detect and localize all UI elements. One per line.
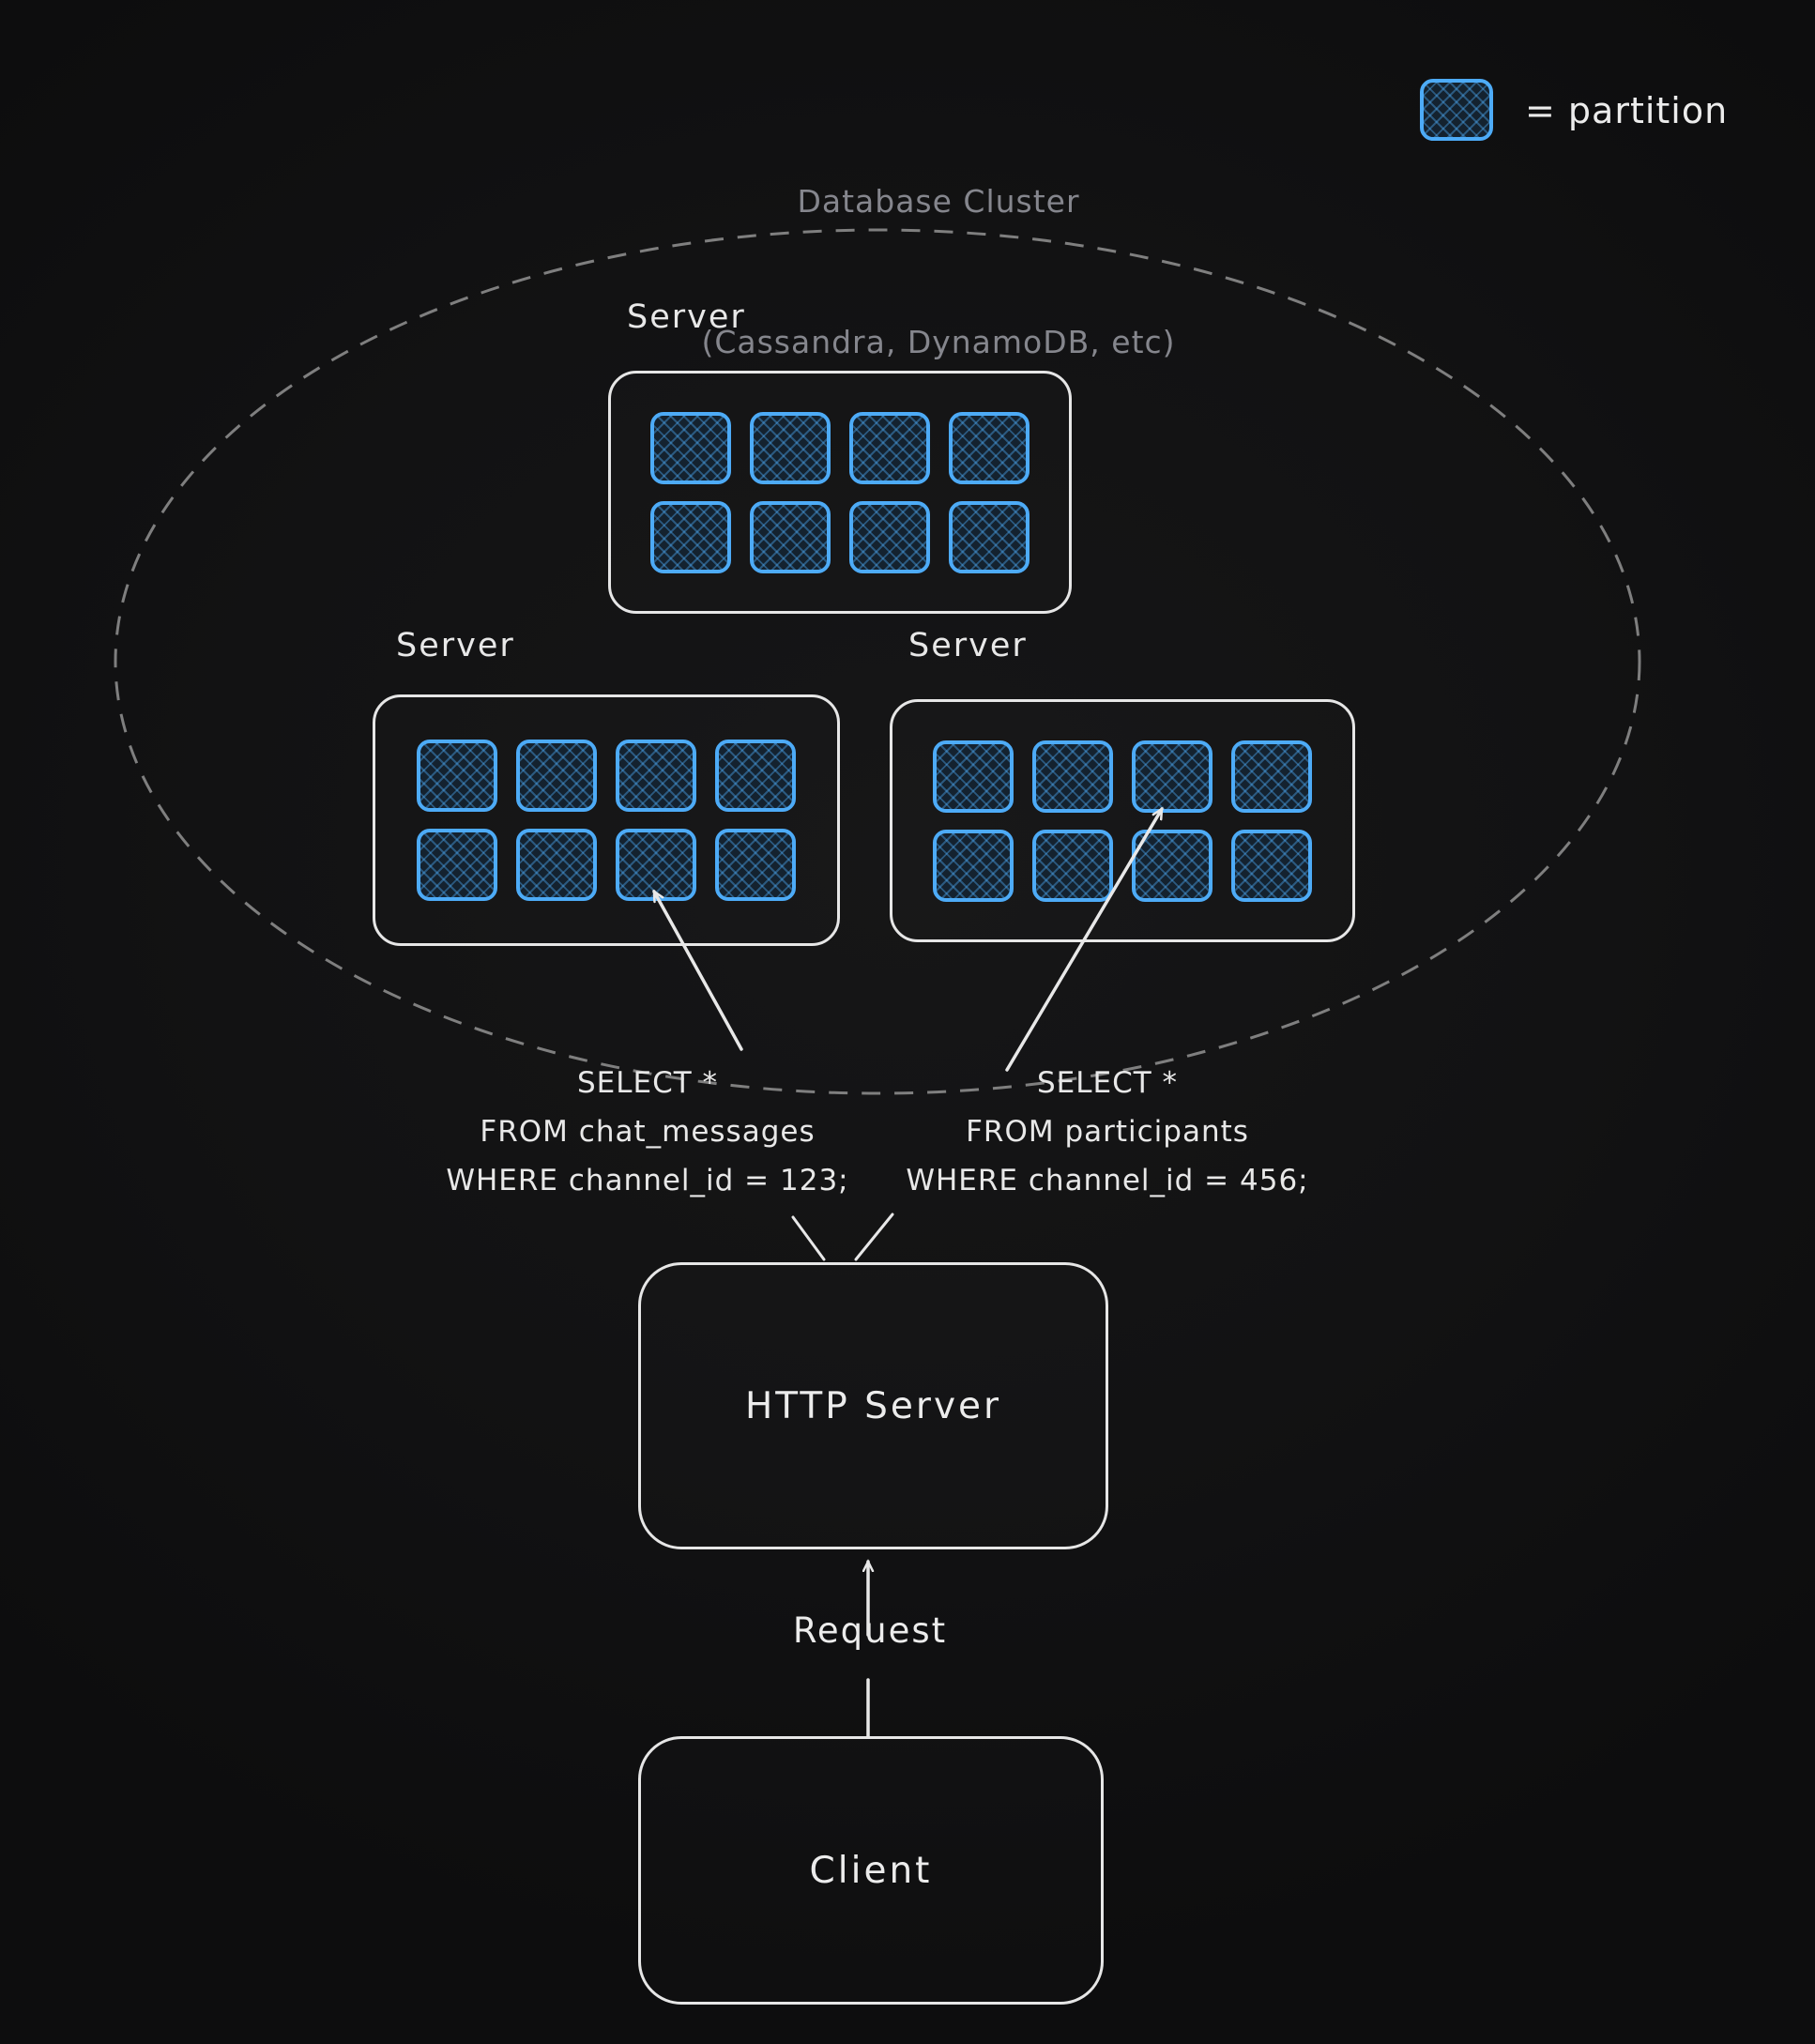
partition xyxy=(1231,829,1312,902)
query-right-line2: FROM participants xyxy=(966,1115,1249,1149)
server-box-right xyxy=(890,699,1355,942)
query-left-line1: SELECT * xyxy=(576,1066,719,1100)
partition xyxy=(650,500,731,573)
query-left-line2: FROM chat_messages xyxy=(480,1115,816,1149)
http-server-label: HTTP Server xyxy=(744,1384,1002,1427)
partition xyxy=(1032,829,1113,902)
connector-line-right xyxy=(854,1213,894,1261)
partition xyxy=(949,411,1030,484)
query-left: SELECT * FROM chat_messages WHERE channe… xyxy=(422,1059,873,1205)
server-box-top xyxy=(608,371,1072,614)
partition xyxy=(750,411,831,484)
partition-legend-label: = partition xyxy=(1525,90,1729,131)
partition xyxy=(933,740,1014,813)
partition xyxy=(849,411,930,484)
partition xyxy=(933,829,1014,902)
partition xyxy=(1132,829,1213,902)
partition xyxy=(1231,740,1312,813)
partition xyxy=(417,740,497,812)
partition xyxy=(750,500,831,573)
partition xyxy=(1032,740,1113,813)
partition xyxy=(715,829,796,901)
cluster-title-line1: Database Cluster xyxy=(797,183,1080,220)
partition xyxy=(949,500,1030,573)
partition xyxy=(516,740,597,812)
http-server-box: HTTP Server xyxy=(638,1262,1108,1549)
server-label-left: Server xyxy=(396,627,515,664)
partition xyxy=(516,829,597,901)
query-left-line3: WHERE channel_id = 123; xyxy=(446,1164,849,1197)
client-label: Client xyxy=(809,1849,933,1892)
server-label-right: Server xyxy=(908,627,1028,664)
partition xyxy=(849,500,930,573)
partition xyxy=(417,829,497,901)
request-label: Request xyxy=(792,1610,948,1651)
query-right-line1: SELECT * xyxy=(1036,1066,1179,1100)
partition xyxy=(616,829,696,901)
partition xyxy=(616,740,696,812)
server-box-left xyxy=(373,694,840,946)
cluster-title: Database Cluster (Cassandra, DynamoDB, e… xyxy=(563,84,1314,460)
query-right: SELECT * FROM participants WHERE channel… xyxy=(882,1059,1333,1205)
partition xyxy=(650,411,731,484)
connector-line-left xyxy=(791,1215,826,1261)
client-box: Client xyxy=(638,1736,1104,2005)
server-label-top: Server xyxy=(627,298,746,336)
cluster-title-line2: (Cassandra, DynamoDB, etc) xyxy=(701,324,1176,360)
partition xyxy=(1132,740,1213,813)
partition-legend-swatch xyxy=(1420,79,1493,141)
partition xyxy=(715,740,796,812)
query-right-line3: WHERE channel_id = 456; xyxy=(906,1164,1309,1197)
